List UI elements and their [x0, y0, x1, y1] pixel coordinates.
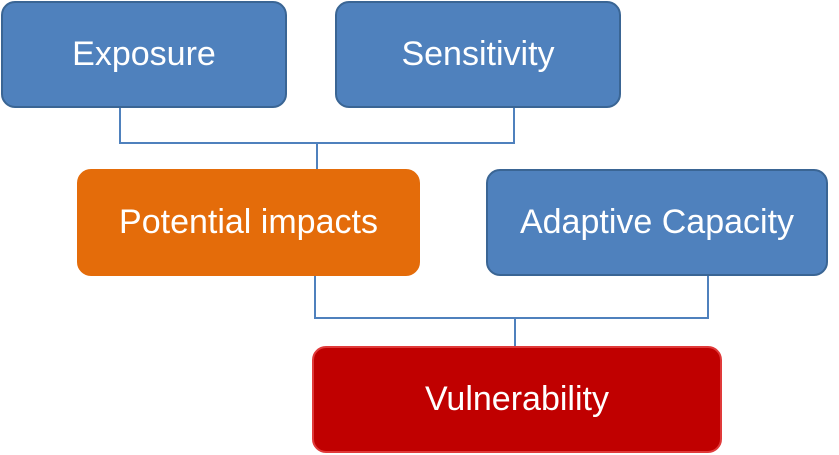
connector-exposure-sensitivity — [119, 108, 515, 144]
exposure-label: Exposure — [72, 35, 216, 73]
sensitivity-node: Sensitivity — [335, 1, 621, 108]
vulnerability-node: Vulnerability — [312, 346, 722, 453]
potential-impacts-label: Potential impacts — [119, 203, 378, 241]
adaptive-capacity-node: Adaptive Capacity — [486, 169, 828, 276]
vulnerability-label: Vulnerability — [425, 380, 609, 418]
potential-impacts-node: Potential impacts — [77, 169, 420, 276]
adaptive-capacity-label: Adaptive Capacity — [519, 203, 795, 241]
exposure-node: Exposure — [1, 1, 287, 108]
connector-potential-adaptive — [314, 276, 709, 319]
sensitivity-label: Sensitivity — [401, 35, 555, 73]
